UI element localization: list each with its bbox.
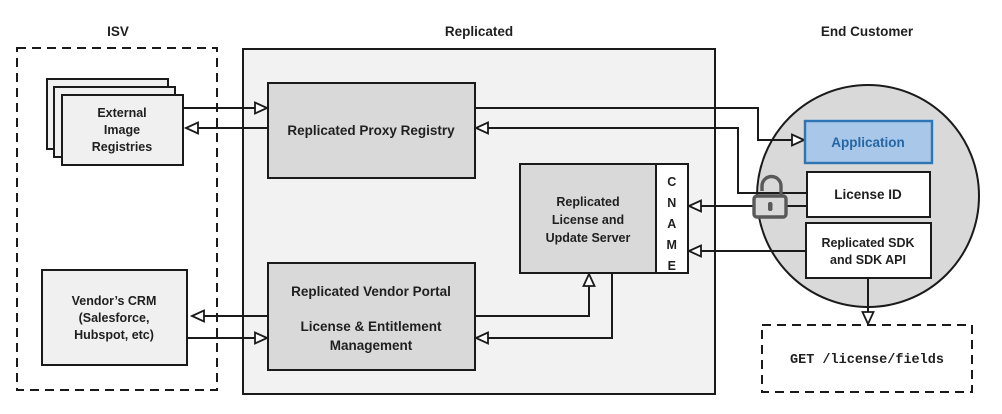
application-box: [803, 119, 934, 165]
vendor-portal-box: [267, 262, 476, 371]
proxy-registry-box: [267, 82, 476, 179]
update-server: Replicated License and Update Server: [519, 163, 657, 274]
application: Application: [803, 119, 934, 165]
vendor-crm-box: [41, 269, 188, 366]
update-server-label-line1: Replicated: [556, 195, 619, 209]
vendor-crm: Vendor’s CRM (Salesforce, Hubspot, etc): [41, 269, 188, 366]
vendor-portal: Replicated Vendor Portal License & Entit…: [267, 262, 476, 371]
sdk-label-line2: and SDK API: [830, 253, 906, 267]
update-server-label-line2: License and: [552, 213, 624, 227]
application-label: Application: [831, 135, 905, 150]
vendor-portal-label-line1: Replicated Vendor Portal: [291, 284, 451, 299]
license-id-box: [806, 171, 931, 218]
license-id-label: License ID: [834, 187, 902, 202]
arrowhead-up-icon: [582, 271, 596, 287]
proxy-registry-label: Replicated Proxy Registry: [287, 123, 455, 138]
arrowhead-right-icon: [791, 133, 807, 147]
update-server-label-line3: Update Server: [546, 231, 631, 245]
vendor-portal-label-line2: License & Entitlement: [300, 319, 442, 334]
cname-letter-2: N: [667, 196, 677, 210]
unlocked-padlock-icon: [752, 174, 788, 219]
section-title-end-customer: End Customer: [821, 24, 914, 39]
arrowhead-left-icon: [686, 244, 702, 258]
vendor-crm-label-line1: Vendor’s CRM: [72, 294, 157, 308]
vendor-portal-label-line3: Management: [330, 338, 413, 353]
registries-label-line2: Image: [104, 123, 140, 137]
vendor-crm-label-line2: (Salesforce,: [79, 311, 150, 325]
arrowhead-left-icon: [473, 331, 489, 345]
padlock-keyhole: [768, 202, 773, 211]
get-endpoint-label: GET /license/fields: [790, 353, 944, 368]
replicated-sdk: Replicated SDK and SDK API: [805, 222, 932, 279]
connectors: [183, 101, 875, 345]
arrowhead-left-icon: [183, 121, 199, 135]
registries-stack-front: [61, 94, 184, 166]
sdk-label-line1: Replicated SDK: [821, 236, 914, 250]
registries-label-line3: Registries: [92, 140, 152, 154]
cname-letter-3: A: [667, 217, 677, 231]
cname-letter-1: C: [667, 175, 677, 189]
connector-license-to-proxy: [487, 127, 807, 194]
arrowhead-left-icon: [686, 199, 702, 213]
external-image-registries: External Image Registries: [46, 78, 184, 166]
registries-label-line1: External: [97, 106, 146, 120]
arrowhead-right-icon: [254, 331, 270, 345]
cname-strip: C N A M E: [655, 163, 689, 274]
padlock-shackle: [760, 174, 783, 196]
cname-letter-5: E: [668, 259, 677, 273]
connector-update-server-to-portal: [487, 273, 613, 339]
connector-proxy-to-application: [475, 107, 793, 141]
arrowhead-right-icon: [254, 101, 270, 115]
connector-portal-to-update-server: [475, 285, 590, 317]
proxy-registry: Replicated Proxy Registry: [267, 82, 476, 179]
section-title-replicated: Replicated: [445, 24, 513, 39]
arrowhead-left-icon: [189, 309, 205, 323]
arrowhead-down-icon: [861, 311, 875, 327]
license-id: License ID: [806, 171, 931, 218]
arrowhead-left-icon: [473, 121, 489, 135]
cname-letter-4: M: [667, 238, 678, 252]
section-title-isv: ISV: [107, 24, 129, 39]
replicated-sdk-box: [805, 222, 932, 279]
cname-box: [655, 163, 689, 274]
get-endpoint-box: [761, 324, 973, 393]
vendor-crm-label-line3: Hubspot, etc): [74, 328, 154, 342]
